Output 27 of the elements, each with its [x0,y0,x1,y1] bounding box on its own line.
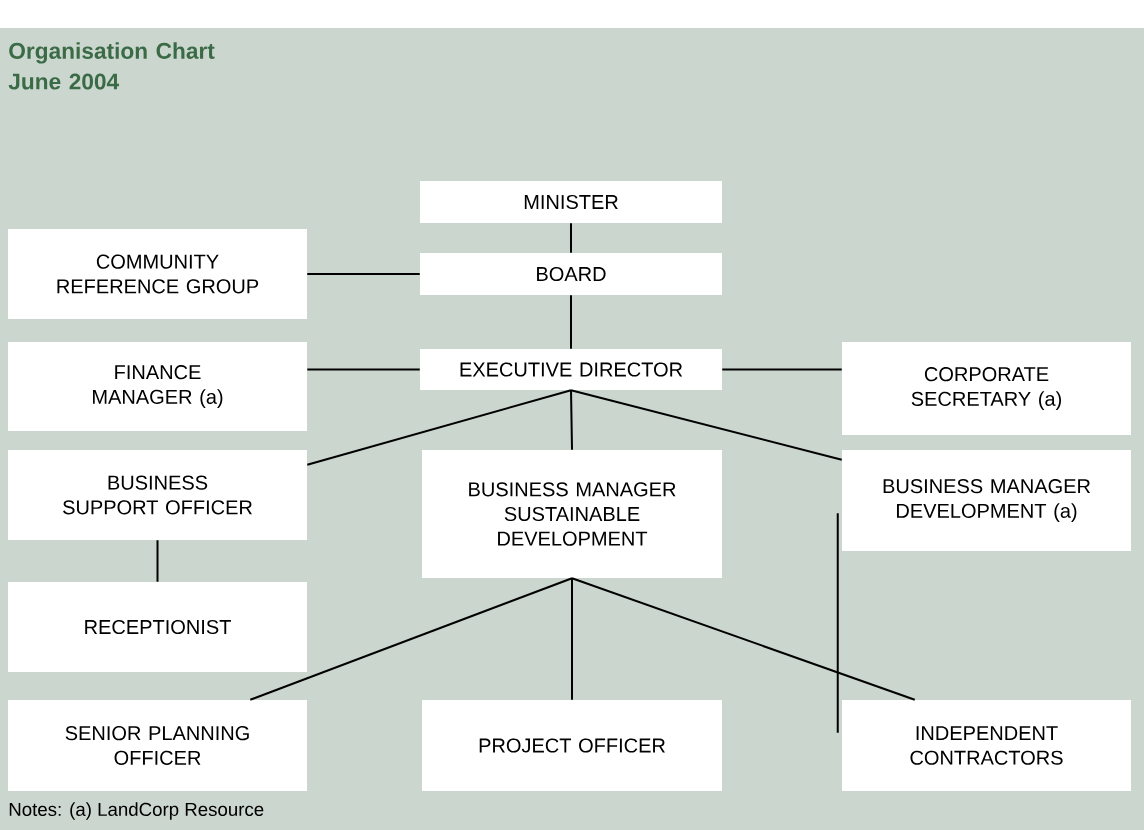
connector-line [249,577,573,701]
role-box: INDEPENDENT CONTRACTORS [842,700,1131,791]
connector-line [306,368,421,371]
connector-line [306,273,421,275]
connector-line [156,539,159,583]
connector-line [570,294,572,350]
connector-line [570,389,573,451]
role-box: RECEPTIONIST [8,582,307,672]
connector-line [571,577,916,701]
connector-line [721,368,843,371]
role-box: BUSINESS SUPPORT OFFICER [8,450,307,540]
connector-line [570,389,843,461]
title: Organisation Chart June 2004 [8,42,215,90]
role-box: BUSINESS MANAGER SUSTAINABLE DEVELOPMENT [422,450,722,578]
connector-line [571,577,573,701]
role-box: CORPORATE SECRETARY (a) [842,342,1131,435]
connector-line [306,389,572,466]
role-box: SENIOR PLANNING OFFICER [8,700,307,791]
connector-line [570,222,572,254]
role-box: FINANCE MANAGER (a) [8,342,307,431]
role-box: BOARD [420,253,722,295]
role-box: EXECUTIVE DIRECTOR [420,349,722,390]
role-box: PROJECT OFFICER [422,700,722,791]
role-box: MINISTER [420,181,722,223]
role-box: COMMUNITY REFERENCE GROUP [8,229,307,319]
connector-line [836,512,839,734]
role-box: BUSINESS MANAGER DEVELOPMENT (a) [842,450,1131,551]
